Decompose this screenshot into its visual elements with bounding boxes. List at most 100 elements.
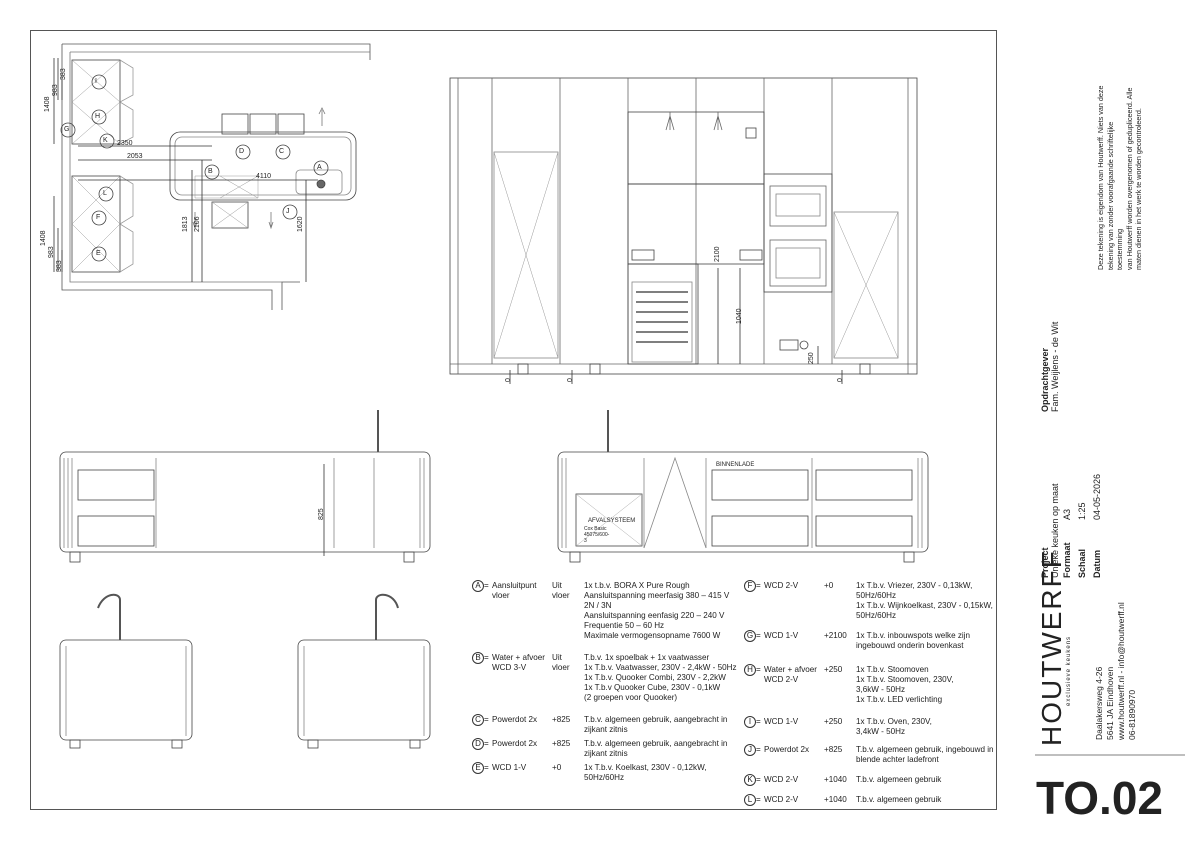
legend-name: Water + afvoer WCD 3-V	[492, 653, 546, 672]
drawer-label: BINNENLADE	[716, 462, 755, 468]
dim-2100: 2100	[714, 246, 721, 262]
marker-E: E	[96, 250, 101, 257]
client-label: Opdrachtgever	[1040, 347, 1050, 412]
dim-4110: 4110	[256, 173, 272, 180]
dim-zero-3: 0	[837, 378, 844, 382]
dim-383-bottom: 383	[56, 260, 63, 272]
legend-height: +1040	[824, 775, 847, 784]
legend-name: WCD 2-V	[764, 795, 799, 804]
disclaimer: Deze tekening is eigendom van Houtwerff.…	[1096, 85, 1143, 270]
scale-value: 1:25	[1077, 502, 1087, 520]
legend-desc: T.b.v. algemeen gebruik	[856, 795, 942, 804]
legend-id: E	[472, 762, 484, 774]
drawing-frame	[30, 30, 997, 810]
marker-L: L	[103, 190, 107, 197]
legend-desc: 1x T.b.v. Koelkast, 230V - 0,12kW,50Hz/6…	[584, 763, 707, 782]
waste-sub: Cox Basic 45075/600-3	[584, 526, 610, 544]
legend-name: Powerdot 2x	[492, 715, 537, 724]
legend-name: WCD 2-V	[764, 775, 799, 784]
dim-1040: 1040	[736, 308, 743, 324]
legend-name: Aansluitpunt vloer	[492, 581, 537, 600]
dim-1408-bottom: 1408	[40, 230, 47, 246]
legend-id: K	[744, 774, 756, 786]
legend-height: +825	[824, 745, 843, 754]
dim-2106: 2106	[194, 216, 201, 232]
brand-logo: HOUTWERFF	[1036, 549, 1068, 746]
legend-id: J	[744, 744, 756, 756]
island-back	[557, 410, 929, 563]
legend-id: C	[472, 714, 484, 726]
dim-250: 250	[808, 352, 815, 364]
marker-H: H	[95, 113, 101, 120]
legend-name: WCD 1-V	[764, 717, 799, 726]
legend-height: Uit vloer	[552, 581, 570, 600]
dim-825: 825	[318, 508, 325, 520]
marker-K: K	[103, 137, 108, 144]
drawing-number: TO.02	[1036, 772, 1163, 824]
wall-elevation	[449, 77, 918, 384]
date-value: 04-05-2026	[1092, 473, 1102, 520]
island-side-right	[297, 593, 431, 749]
legend-desc: 1x T.b.v. Oven, 230V,3,4kW - 50Hz	[856, 717, 932, 736]
marker-A: A	[317, 164, 322, 171]
waste-label: AFVALSYSTEEM	[588, 518, 636, 524]
legend-id: A	[472, 580, 484, 592]
legend-height: Uit vloer	[552, 653, 570, 672]
island-front	[59, 410, 431, 563]
legend-name: WCD 1-V	[492, 763, 527, 772]
legend-height: +825	[552, 715, 571, 724]
brand-name: HOUTWERFF	[1036, 549, 1067, 746]
legend-id: D	[472, 738, 484, 750]
dim-983-top: 983	[52, 84, 59, 96]
dim-1408-top: 1408	[44, 96, 51, 112]
client-block: Opdrachtgever Fam. Weijlens - de Wit	[1040, 322, 1060, 412]
legend-height: +0	[824, 581, 834, 590]
dim-zero-1: 0	[505, 378, 512, 382]
marker-F: F	[96, 214, 101, 221]
legend-height: +1040	[824, 795, 847, 804]
dim-2053: 2053	[127, 153, 143, 160]
dim-1620: 1620	[297, 216, 304, 232]
legend-height: +250	[824, 665, 843, 674]
marker-G: G	[64, 126, 70, 133]
island-side-left	[59, 593, 193, 749]
legend-name: Powerdot 2x	[764, 745, 809, 754]
dim-zero-2: 0	[567, 378, 574, 382]
meta-values: A3 1:25 04-05-2026	[1060, 474, 1105, 520]
client-name: Fam. Weijlens - de Wit	[1050, 321, 1060, 412]
legend-id: F	[744, 580, 756, 592]
legend-name: WCD 2-V	[764, 581, 799, 590]
legend-id: B	[472, 652, 484, 664]
legend-id: G	[744, 630, 756, 642]
legend-desc: T.b.v. algemeen gebruik	[856, 775, 942, 784]
dim-383-top: 383	[60, 68, 67, 80]
floor-plan	[53, 43, 371, 310]
dim-983-bottom: 983	[48, 246, 55, 258]
scale-label: Schaal	[1077, 548, 1087, 578]
legend-height: +2100	[824, 631, 847, 640]
marker-B: B	[208, 168, 213, 175]
dim-1813: 1813	[182, 216, 189, 232]
format-value: A3	[1062, 508, 1072, 520]
marker-I: I	[95, 78, 97, 85]
legend-desc: 1x T.b.v. Vriezer, 230V - 0,13kW,50Hz/60…	[856, 581, 993, 620]
legend-name: WCD 1-V	[764, 631, 799, 640]
legend-id: L	[744, 794, 756, 806]
legend-name: Powerdot 2x	[492, 739, 537, 748]
legend-height: +250	[824, 717, 843, 726]
legend-height: +825	[552, 739, 571, 748]
dim-2350: 2350	[117, 140, 133, 147]
marker-J: J	[286, 208, 290, 215]
legend-id: H	[744, 664, 756, 676]
marker-C: C	[279, 148, 285, 155]
legend-height: +0	[552, 763, 562, 772]
brand-tagline: exclusieve keukens	[1066, 635, 1072, 706]
